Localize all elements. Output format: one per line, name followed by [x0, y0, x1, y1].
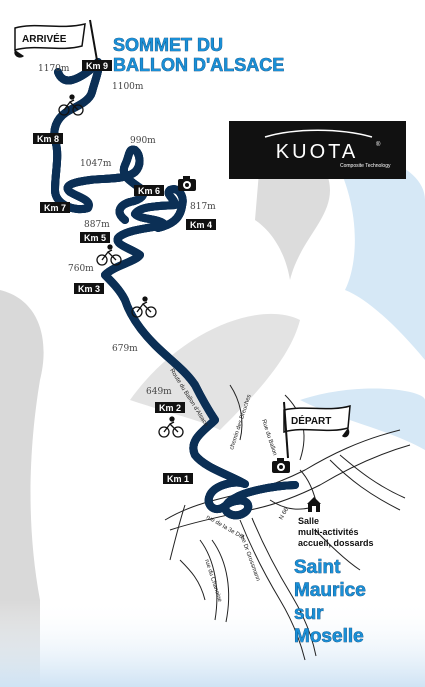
venue-line-2: multi-activités [298, 527, 359, 537]
flag-pole [283, 401, 289, 459]
km-label-3: Km 3 [78, 284, 100, 294]
street-line [211, 539, 230, 623]
logo-registered: ® [376, 141, 381, 148]
cyclist-icon [96, 244, 122, 266]
km-label-6: Km 6 [138, 186, 160, 196]
race-route [54, 58, 299, 515]
km-marker-4: Km 4 [186, 219, 216, 230]
km-label-7: Km 7 [44, 203, 66, 213]
town-line-4: Moselle [294, 626, 364, 647]
venue-line-1: Salle [298, 516, 319, 526]
km-label-1: Km 1 [167, 474, 189, 484]
street-line [164, 429, 401, 521]
venue-line-3: accueil, dossards [298, 538, 374, 548]
bg-swoosh-left [0, 290, 44, 687]
km-label-4: Km 4 [190, 220, 212, 230]
bg-swoosh-bottom-blue [300, 388, 425, 450]
street-line [339, 454, 406, 499]
flag-tail [14, 50, 24, 58]
street-line [239, 519, 306, 661]
cameras [178, 176, 290, 473]
altitude-label: 887m [84, 220, 110, 230]
km-marker-9: Km 9 [82, 60, 112, 71]
altitude-label: 649m [146, 387, 172, 397]
building-icon [307, 497, 321, 512]
venue-block: Salle multi-activités accueil, dossards [298, 497, 374, 548]
camera-icon [272, 458, 290, 473]
altitude-label: 679m [112, 344, 138, 354]
town-line-2: Maurice [294, 580, 366, 601]
logo-brand: KUOTA [276, 141, 358, 163]
cyclist-icon [158, 416, 184, 438]
street-line [169, 504, 186, 561]
cyclist-icon [131, 296, 157, 318]
camera-icon [178, 176, 196, 191]
finish-flag-text: ARRIVÉE [22, 32, 67, 45]
flag-tail [342, 428, 350, 438]
logo-tagline: Composite Technology [340, 163, 391, 169]
logo-swoosh [264, 129, 373, 138]
bg-swoosh-right-gray [255, 151, 330, 280]
title-line-1: SOMMET DU [113, 35, 223, 55]
street-line [169, 444, 411, 531]
town-name: Saint Maurice sur Moselle [294, 557, 366, 648]
km-marker-6: Km 6 [134, 185, 164, 196]
altitude-labels: 1170m 1100m 990m 1047m 887m 817m 760m 67… [38, 64, 216, 397]
title-line-2: BALLON D'ALSACE [113, 55, 284, 75]
flag-icon [14, 23, 86, 52]
flag-pole [89, 19, 99, 67]
km-marker-8: Km 8 [33, 133, 63, 144]
km-label-8: Km 8 [37, 134, 59, 144]
street-line [179, 559, 206, 601]
bottom-fade [0, 600, 425, 687]
altitude-label: 817m [190, 202, 216, 212]
altitude-label: 760m [68, 264, 94, 274]
street-label-n66: N 66 [279, 506, 291, 521]
altitude-label: 990m [130, 136, 156, 146]
km-label-2: Km 2 [159, 403, 181, 413]
km-markers: Km 9 Km 8 Km 7 Km 6 Km 5 Km 4 Km 3 Km 2 … [33, 60, 216, 484]
km-marker-5: Km 5 [80, 232, 110, 243]
street-line [329, 459, 401, 511]
town-line-1: Saint [294, 557, 341, 578]
town-streets [164, 384, 411, 661]
km-marker-3: Km 3 [74, 283, 104, 294]
cyclists [58, 94, 184, 438]
bg-swoosh-mid [130, 313, 300, 430]
km-label-9: Km 9 [86, 61, 108, 71]
km-marker-7: Km 7 [40, 202, 70, 213]
bg-swoosh-right-blue [330, 150, 425, 360]
sponsor-logo: KUOTA ® Composite Technology [229, 121, 406, 179]
street-label-rue-ballon: Rue du Ballon [260, 419, 277, 457]
title-block: SOMMET DU BALLON D'ALSACE [113, 35, 285, 76]
town-line-3: sur [294, 603, 324, 624]
start-flag-text: DÉPART [291, 414, 331, 427]
cyclist-icon [58, 94, 84, 116]
street-line [229, 384, 243, 441]
street-line [199, 539, 218, 621]
km-marker-1: Km 1 [163, 473, 193, 484]
km-marker-2: Km 2 [155, 402, 185, 413]
street-line [251, 517, 317, 657]
finish-flag: ARRIVÉE [14, 19, 99, 67]
altitude-label: 1047m [80, 159, 112, 169]
km-label-5: Km 5 [84, 233, 106, 243]
start-flag: DÉPART [283, 401, 351, 459]
altitude-label: 1170m [38, 64, 70, 74]
background-decoration [0, 150, 425, 687]
street-line [314, 529, 361, 571]
altitude-label: 1100m [112, 82, 144, 92]
